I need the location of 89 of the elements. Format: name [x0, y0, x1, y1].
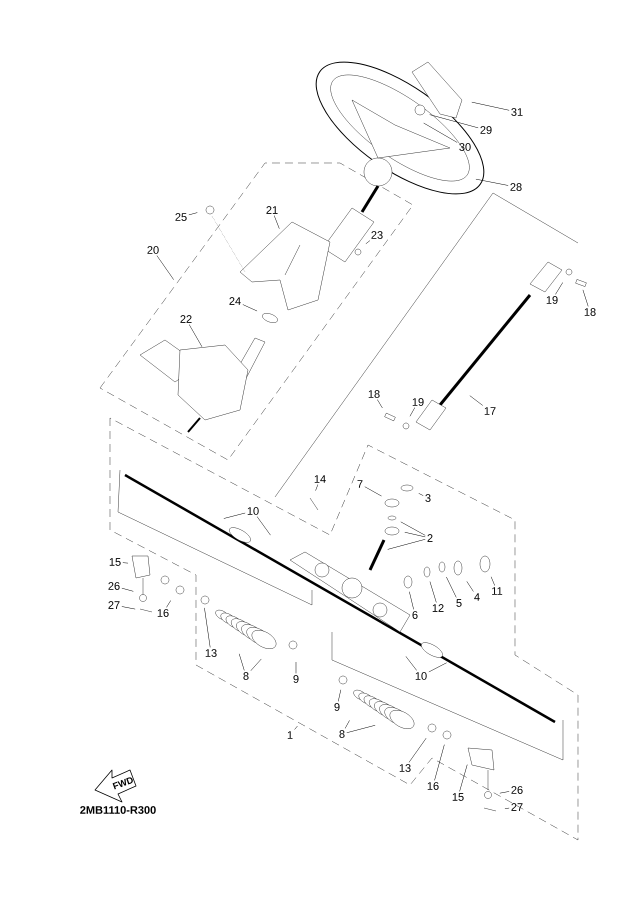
leader-line [470, 395, 484, 406]
leader-line [423, 122, 458, 143]
leader-line [377, 399, 383, 408]
leader-line [428, 662, 447, 672]
leader-line [188, 212, 198, 216]
callout-number: 19 [412, 398, 424, 406]
callout-number: 25 [175, 213, 187, 221]
callout-number: 24 [229, 297, 241, 305]
callout-number: 14 [314, 475, 326, 483]
leader-line [459, 764, 468, 792]
leader-line [400, 522, 426, 536]
callout-number: 15 [452, 793, 464, 801]
callout-number: 22 [180, 315, 192, 323]
leader-line [504, 808, 510, 809]
callout-number: 16 [158, 609, 169, 617]
callout-number: 10 [248, 507, 259, 515]
callout-number: 19 [546, 296, 558, 304]
callout-number: 18 [584, 308, 596, 316]
callout-number: 7 [358, 480, 362, 488]
leader-line [344, 720, 350, 729]
leader-line [238, 654, 245, 671]
leader-line [122, 562, 128, 564]
leader-line [466, 581, 474, 592]
leader-line [346, 725, 376, 733]
leader-line [364, 486, 382, 496]
leader-line [250, 658, 262, 671]
leader-line [274, 215, 280, 229]
callout-number: 23 [371, 231, 383, 239]
callout-number: 9 [293, 675, 299, 683]
callout-number: 31 [511, 108, 523, 116]
callout-number: 3 [425, 494, 431, 502]
leader-line [410, 407, 416, 417]
leader-line [446, 576, 457, 598]
leader-line [188, 324, 202, 348]
callout-number: 21 [266, 206, 278, 214]
callout-number: 27 [108, 601, 120, 609]
direction-label: FWD [112, 777, 133, 790]
callout-number: 1 [288, 731, 293, 739]
leader-line [555, 282, 563, 295]
callout-number: 27 [511, 803, 523, 811]
leader-line [418, 493, 424, 496]
callout-number: 12 [432, 604, 444, 612]
callout-number: 29 [480, 126, 492, 134]
leader-line [294, 726, 298, 730]
leader-line [366, 240, 370, 244]
leader-line [256, 516, 271, 536]
leader-line [242, 304, 258, 312]
callout-number: 11 [492, 587, 502, 595]
leader-line [490, 576, 495, 586]
leader-line [406, 656, 417, 671]
diagram-code: 2MB1110-R300 [80, 806, 156, 814]
callout-number: 2 [428, 534, 432, 542]
callout-number: 30 [459, 143, 471, 151]
callout-number: 17 [484, 407, 496, 415]
callout-number: 10 [416, 672, 427, 680]
leader-line [430, 581, 437, 603]
leader-line [338, 690, 342, 702]
callout-number: 6 [412, 611, 418, 619]
leader-line [404, 532, 426, 538]
callout-number: 20 [147, 246, 159, 254]
callout-number: 26 [511, 786, 523, 794]
leader-line [408, 738, 426, 763]
leader-line [476, 178, 508, 186]
leader-line [429, 114, 478, 128]
leader-line [224, 512, 246, 519]
callout-number: 5 [456, 599, 462, 607]
callout-number: 28 [510, 183, 522, 191]
leader-line [472, 102, 510, 111]
leader-line [122, 606, 136, 610]
callout-number: 8 [243, 672, 249, 680]
leader-line [500, 791, 510, 794]
callout-number: 8 [339, 730, 345, 738]
callout-number: 4 [474, 593, 480, 601]
leader-line [122, 588, 134, 592]
leader-line [156, 255, 174, 280]
leader-line [434, 744, 445, 781]
callout-number: 16 [428, 782, 439, 790]
leader-line [387, 539, 426, 550]
callout-number: 18 [368, 390, 380, 398]
leader-line [166, 600, 171, 608]
callout-number: 15 [110, 558, 121, 566]
leader-line [204, 608, 210, 648]
callout-number: 13 [206, 649, 217, 657]
callout-number: 13 [400, 764, 411, 772]
callout-number: 9 [334, 703, 340, 711]
leader-line [409, 591, 414, 610]
callout-number: 26 [108, 582, 120, 590]
leader-line [582, 290, 588, 307]
leader-line [315, 484, 318, 491]
